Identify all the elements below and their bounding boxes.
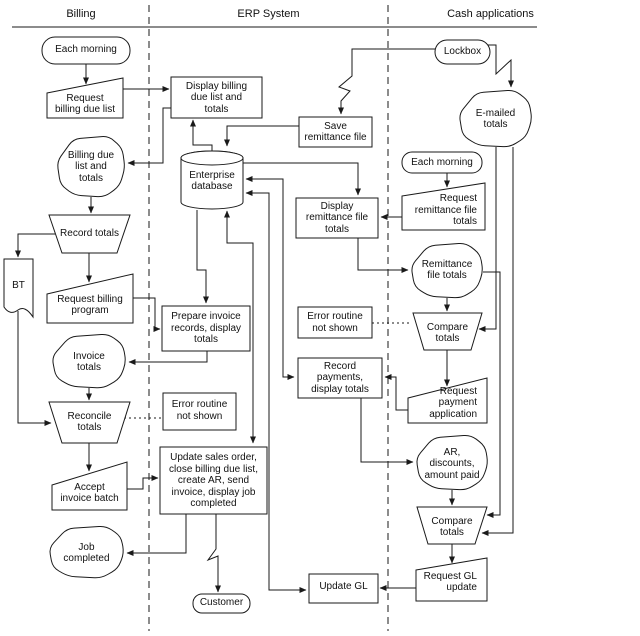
edge-accept-invoice-batch-to-update-sales-order: [127, 475, 159, 490]
ar-discounts-amount-paid-display: [416, 434, 488, 491]
remittance-file-totals-display: [411, 242, 483, 299]
edge-bt-document-to-reconcile-totals: [17, 311, 52, 426]
lane-header-billing: Billing: [66, 8, 96, 20]
edge-lockbox-to-save-remittance-file: [338, 48, 437, 115]
display-billing-due-list-process: [170, 76, 263, 119]
edge-emailed-totals-to-compare-totals-1: [478, 147, 497, 332]
emailed-totals-display: [459, 89, 532, 148]
lane-header-cash: Cash applications: [447, 8, 534, 20]
edge-display-billing-to-billing-due-list-totals: [127, 107, 171, 166]
edge-record-payments-to-ar-discounts: [360, 398, 414, 465]
edge-request-billing-program-to-prepare-invoice-records: [133, 297, 161, 332]
billing-due-list-totals-display: [57, 136, 125, 198]
edge-database-to-display-remittance-file-totals: [243, 162, 361, 196]
edge-update-sales-order-to-job-completed: [126, 514, 187, 556]
request-remittance-file-totals-manual-input: [401, 182, 486, 231]
invoice-totals-display: [52, 333, 126, 389]
display-remittance-file-totals-process: [295, 197, 379, 239]
request-gl-update-manual-input: [415, 557, 488, 602]
edge-record-totals-to-bt-document: [15, 233, 55, 258]
each-morning-billing-terminator: [41, 36, 131, 65]
accept-invoice-batch-manual-input: [51, 461, 128, 511]
compare-totals-2-manual-operation: [416, 506, 488, 545]
request-payment-application-manual-input: [407, 377, 488, 424]
edge-display-remittance-to-remittance-file-totals: [357, 238, 409, 273]
bt-document-shape: [3, 258, 34, 319]
update-sales-order-process: [159, 446, 268, 515]
prepare-invoice-records-process: [161, 305, 251, 352]
request-billing-due-list-manual-input: [46, 77, 124, 119]
update-gl-process: [308, 573, 379, 604]
error-routine-right-annotation: [297, 306, 373, 339]
lockbox-terminator: [434, 39, 491, 65]
edge-database-update-gl: [245, 190, 307, 593]
record-totals-manual-operation: [48, 214, 131, 254]
enterprise-database-cylinder-top: [180, 150, 244, 166]
error-routine-left-annotation: [162, 392, 237, 431]
edge-update-sales-order-to-customer: [206, 514, 221, 593]
edge-save-remittance-file-to-database: [224, 125, 299, 147]
compare-totals-1-manual-operation: [412, 312, 483, 351]
record-payments-process: [297, 357, 383, 399]
edge-database-to-display-billing: [190, 119, 213, 152]
save-remittance-file-process: [298, 116, 373, 148]
edge-remittance-file-totals-to-compare-totals-2: [483, 271, 501, 518]
reconcile-totals-manual-operation: [48, 401, 131, 444]
edge-database-to-prepare-invoice-records: [196, 210, 209, 304]
edge-lockbox-to-emailed-totals: [483, 44, 514, 88]
edge-emailed-totals-to-compare-totals-2: [481, 147, 514, 536]
edge-prepare-invoice-records-to-invoice-totals: [128, 351, 208, 365]
lane-header-erp: ERP System: [237, 8, 300, 20]
job-completed-display: [49, 525, 124, 579]
each-morning-cash-terminator: [401, 151, 483, 174]
edge-request-payment-application-to-record-payments: [384, 374, 408, 411]
customer-terminator: [192, 593, 251, 614]
request-billing-program-manual-input: [46, 273, 134, 324]
